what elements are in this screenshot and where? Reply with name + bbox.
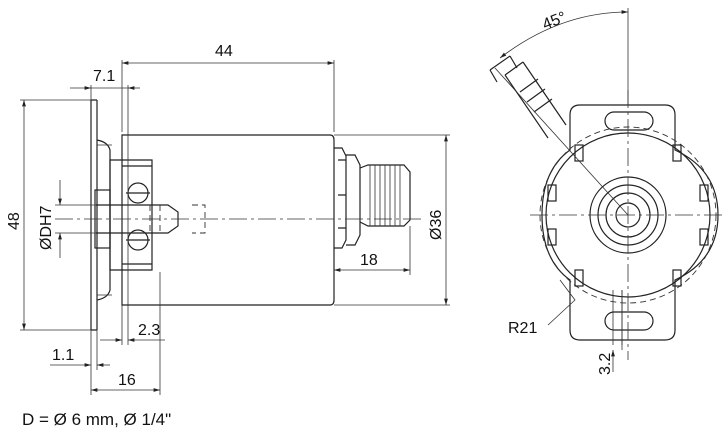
bottom-slot — [604, 311, 654, 331]
dim-48-extensions — [20, 99, 91, 331]
housing — [121, 134, 335, 306]
label-flange-thickness: 7.1 — [93, 68, 115, 85]
flange-outline — [90, 99, 111, 331]
threads — [369, 165, 401, 226]
dim-11-extensions — [90, 330, 98, 395]
dim-23-extensions — [121, 305, 129, 345]
front-centerlines — [530, 90, 723, 360]
slot-dim-extensions — [612, 290, 623, 345]
top-slot — [604, 111, 654, 131]
bore-note: D = Ø 6 mm, Ø 1/4" — [22, 410, 172, 429]
angle-arc — [499, 10, 629, 59]
screw-slots — [126, 192, 150, 241]
label-body-diameter: Ø36 — [428, 210, 445, 240]
label-overall-length: 44 — [215, 43, 233, 60]
label-slot-width: 3.2 — [597, 353, 614, 375]
dim-71-extensions — [90, 85, 129, 135]
label-shaft-offset: 2.3 — [138, 322, 160, 339]
flange-bends — [97, 144, 112, 296]
radius-leader — [547, 279, 576, 326]
front-flange-outline — [541, 104, 719, 341]
hex-nut — [334, 147, 347, 249]
side-view — [20, 60, 450, 395]
dim-44-extensions — [121, 60, 335, 132]
threaded-connector — [359, 164, 411, 227]
label-radius: R21 — [508, 320, 537, 337]
label-shaft-length: 16 — [118, 372, 136, 389]
dimension-labels: 44 7.1 48 ØDH7 Ø36 18 2.3 1.1 16 45° R21… — [6, 9, 614, 389]
angle-ref-line — [494, 67, 629, 216]
angled-connector — [489, 55, 567, 139]
label-connector-length: 18 — [360, 252, 378, 269]
label-height: 48 — [6, 212, 23, 230]
label-bore: ØDH7 — [38, 205, 55, 250]
front-adapter — [109, 159, 153, 271]
label-flange-offset: 1.1 — [52, 347, 74, 364]
label-angle: 45° — [540, 9, 569, 34]
nut-collar — [346, 154, 361, 246]
dim-36-extensions — [334, 134, 450, 306]
front-view — [489, 8, 723, 372]
housing-ribs — [547, 144, 709, 287]
